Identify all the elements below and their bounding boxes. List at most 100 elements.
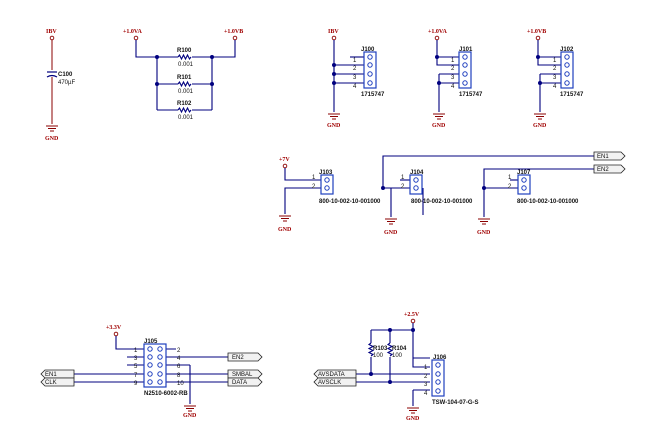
resistor-r100: R100 0.001	[177, 48, 194, 68]
net-flag-clk: CLK	[40, 377, 75, 387]
resistor-r104: R104 100	[386, 342, 407, 359]
capacitor-value: 470µF	[58, 80, 75, 86]
connector-j105: J105 1 3 5 7 9 2 4 6 8 10 N2510-6002-RB	[134, 339, 188, 397]
pin-number: 2	[177, 348, 181, 354]
power-symbol-3v3: +3.3V	[106, 325, 122, 337]
connector-part: 800-10-002-10-001000	[319, 199, 381, 205]
connector-j103: J103 1 2 800-10-002-10-001000	[312, 170, 381, 205]
pin-number: 3	[424, 382, 428, 388]
connector-j102: J102 1 2 3 4 1715747	[553, 47, 584, 98]
resistor-ref: R103	[373, 346, 388, 352]
pin-number: 1	[451, 58, 455, 64]
resistor-value: 100	[392, 353, 403, 359]
pin-number: 6	[177, 364, 181, 370]
power-symbol-ibv: IBV	[328, 29, 339, 41]
resistor-r101: R101 0.001	[177, 75, 194, 95]
pin-number: 3	[353, 75, 357, 81]
pin-number: 3	[553, 75, 557, 81]
pin-number: 8	[177, 373, 181, 379]
net-flag-label: EN1	[597, 154, 609, 160]
connector-ref: J101	[459, 47, 473, 53]
ground-label: GND	[327, 123, 341, 129]
pin-number: 4	[424, 391, 428, 397]
net-flag-label: SMBAL	[232, 372, 253, 378]
pin-number: 1	[553, 58, 557, 64]
connector-j104: J104 1 2 800-10-002-10-001000	[401, 170, 473, 205]
ground-label: GND	[406, 416, 420, 422]
power-label: +2.5V	[404, 312, 420, 318]
power-symbol-1v0b: +1.0VB	[527, 29, 546, 41]
power-symbol-7v: +7V	[279, 157, 290, 169]
net-flag-label: AVSCLK	[318, 380, 341, 386]
resistor-value: 100	[373, 353, 384, 359]
net-flag-en1: EN1	[593, 151, 626, 161]
resistor-value: 0.001	[178, 89, 194, 95]
connector-j101: J101 1 2 3 4 1715747	[451, 47, 483, 98]
resistor-r102: R102 0.001	[177, 101, 194, 121]
connector-part: 1715747	[459, 92, 483, 98]
power-symbol-2v5: +2.5V	[404, 312, 420, 324]
pin-number: 2	[312, 184, 316, 190]
power-symbol-1v0a: +1.0VA	[428, 29, 447, 41]
pin-number: 4	[177, 356, 181, 362]
power-symbol-1v0b: +1.0VB	[224, 29, 243, 41]
net-flag-label: DATA	[232, 380, 247, 386]
pin-number: 4	[451, 84, 455, 90]
connector-part: 1715747	[560, 92, 584, 98]
pin-number: 1	[508, 175, 512, 181]
connector-part: 800-10-002-10-001000	[411, 199, 473, 205]
ground-label: GND	[384, 230, 398, 236]
pin-number: 2	[553, 66, 557, 72]
pin-number: 5	[134, 364, 138, 370]
power-label: IBV	[328, 29, 339, 35]
pin-number: 2	[424, 374, 428, 380]
connector-part: 1715747	[361, 92, 385, 98]
ground-label: GND	[477, 230, 491, 236]
power-label: IBV	[46, 29, 57, 35]
net-flag-label: AVSDATA	[318, 372, 345, 378]
net-flag-data: DATA	[227, 377, 263, 387]
ground-label: GND	[183, 413, 197, 419]
pin-number: 2	[401, 184, 405, 190]
pin-number: 2	[508, 184, 512, 190]
connector-ref: J105	[144, 339, 158, 345]
resistor-value: 0.001	[178, 62, 194, 68]
power-label: +1.0VA	[123, 29, 142, 35]
ground-label: GND	[45, 136, 59, 142]
net-flag-smbal: SMBAL	[227, 369, 263, 379]
power-label: +7V	[279, 157, 290, 163]
net-flag-en2: EN2	[227, 352, 263, 362]
pin-number: 1	[353, 58, 357, 64]
ground-label: GND	[278, 227, 292, 233]
connector-part: N2510-6002-RB	[144, 391, 188, 397]
resistor-r103: R103 100	[367, 342, 388, 359]
net-flag-label: EN2	[232, 355, 244, 361]
connector-j106: J106 1 2 3 4 TSW-104-07-G-S	[424, 355, 479, 406]
capacitor-c100: C100 470µF	[46, 71, 75, 86]
pin-number: 1	[401, 175, 405, 181]
net-flag-label: CLK	[45, 380, 57, 386]
connector-ref: J106	[433, 355, 447, 361]
pin-number: 1	[312, 175, 316, 181]
pin-number: 7	[134, 373, 138, 379]
resistor-ref: R101	[177, 75, 192, 81]
pin-number: 1	[134, 348, 138, 354]
connector-part: TSW-104-07-G-S	[432, 400, 479, 406]
capacitor-ref: C100	[58, 72, 73, 78]
net-flag-avsdata: AVSDATA	[313, 369, 357, 379]
connector-ref: J104	[410, 170, 424, 176]
pin-number: 1	[424, 365, 428, 371]
pin-number: 2	[451, 66, 455, 72]
power-label: +1.0VB	[224, 29, 243, 35]
connector-ref: J100	[361, 47, 375, 53]
pin-number: 4	[353, 84, 357, 90]
connector-ref: J103	[319, 170, 333, 176]
pin-number: 3	[134, 356, 138, 362]
resistor-ref: R104	[392, 346, 407, 352]
ground-label: GND	[432, 123, 446, 129]
net-flag-en1: EN1	[40, 369, 75, 379]
ground-label: GND	[533, 123, 547, 129]
pin-number: 9	[134, 381, 138, 387]
power-label: +1.0VB	[527, 29, 546, 35]
